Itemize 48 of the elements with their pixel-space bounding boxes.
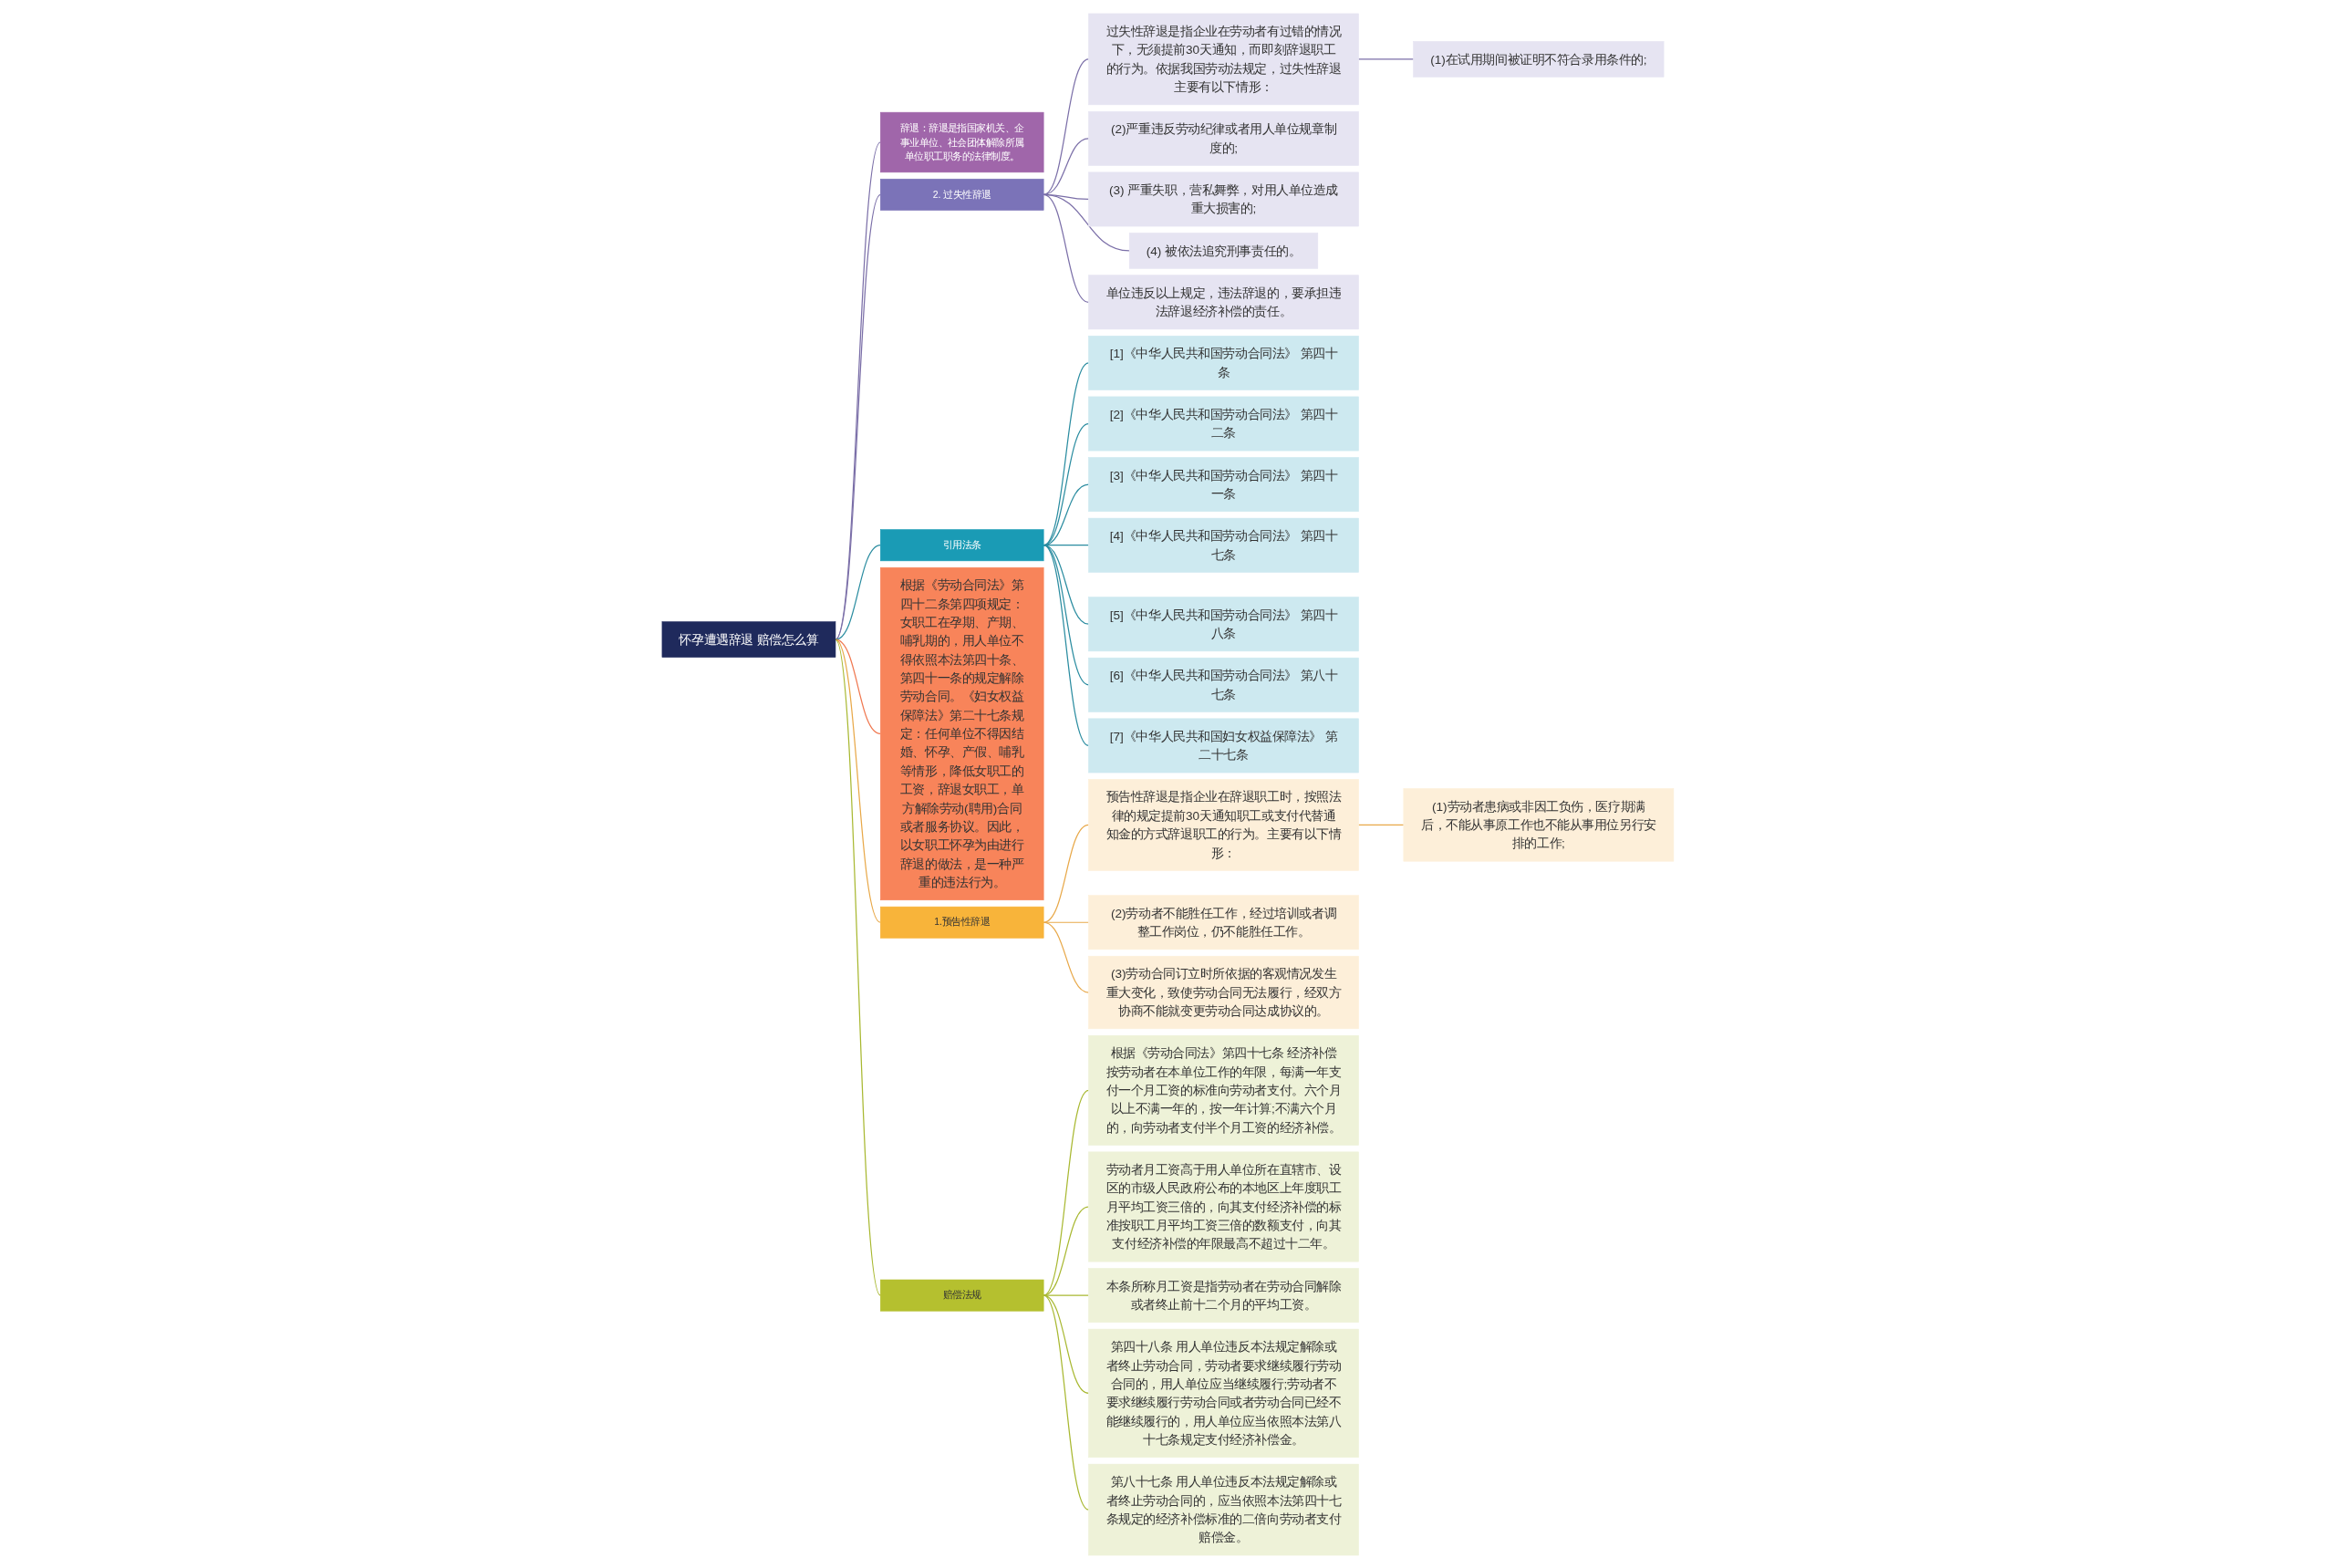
node-box: [7]《中华人民共和国妇女权益保障法》 第二十七条: [1087, 718, 1359, 773]
node-box: 怀孕遭遇辞退 赔偿怎么算: [661, 620, 835, 658]
node-box: (1)劳动者患病或非因工负伤，医疗期满后，不能从事原工作也不能从事用位另行安排的工作;: [1403, 787, 1674, 861]
node-box: 根据《劳动合同法》第四十二条第四项规定：女职工在孕期、产期、哺乳期的，用人单位不得依照本法第四十条、第四十一条的规定解除劳动合同。《妇女权益保障法》第二十七条规定：任何单位不得因结婚、怀孕、产假、哺乳等情形，降低女职工的工资，辞退女职工，单方解除劳动(聘用)合同或者服务协议。因此，以女职工怀孕为由进行辞退的做法，是一种严重的违法行为。: [879, 566, 1044, 900]
node-box: (4) 被依法追究刑事责任的。: [1128, 232, 1318, 269]
connector: [1043, 483, 1089, 545]
connector: [1357, 57, 1414, 59]
node-box: 第八十七条 用人单位违反本法规定解除或者终止劳动合同的，应当依照本法第四十七条规定的经济补偿标准的二倍向劳动者支付赔偿金。: [1087, 1463, 1359, 1555]
node-box: 1.预告性辞退: [879, 906, 1044, 939]
node-box: 辞退：辞退是指国家机关、企事业单位、社会团体解除所属单位职工职务的法律制度。: [879, 111, 1044, 172]
node-box: (3)劳动合同订立时所依据的客观情况发生重大变化，致使劳动合同无法履行，经双方协商不能就变更劳动合同达成协议的。: [1087, 955, 1359, 1029]
connector: [1043, 137, 1089, 195]
node-box: (1)在试用期间被证明不符合录用条件的;: [1412, 40, 1664, 78]
connector: [1043, 1294, 1089, 1394]
node-box: 单位违反以上规定，违法辞退的，要承担违法辞退经济补偿的责任。: [1087, 274, 1359, 329]
node-box: 赔偿法规: [879, 1279, 1044, 1312]
node-box: (3) 严重失职，营私舞弊，对用人单位造成重大损害的;: [1087, 171, 1359, 226]
connector: [1043, 57, 1089, 195]
connector: [1043, 544, 1089, 685]
node-box: 预告性辞退是指企业在辞退职工时，按照法律的规定提前30天通知职工或支付代替通知金的方式辞退职工的行为。主要有以下情形：: [1087, 778, 1359, 871]
connector: [1043, 193, 1089, 303]
node-box: 2. 过失性辞退: [879, 178, 1044, 211]
node-box: 本条所称月工资是指劳动者在劳动合同解除或者终止前十二个月的平均工资。: [1087, 1267, 1359, 1323]
connector: [1043, 544, 1089, 746]
connector: [834, 639, 881, 1296]
node-box: 第四十八条 用人单位违反本法规定解除或者终止劳动合同，劳动者要求继续履行劳动合同的，用人单位应当继续履行;劳动者不要求继续履行劳动合同或者劳动合同已经不能继续履行的，用人单位应当依照本法第八十七条规定支付经济补偿金。: [1087, 1328, 1359, 1458]
connector: [1043, 544, 1089, 625]
connector: [1043, 1294, 1089, 1511]
connector: [1357, 824, 1405, 826]
connector: [1043, 921, 1089, 993]
connector: [1043, 824, 1089, 923]
node-box: [1]《中华人民共和国劳动合同法》 第四十条: [1087, 335, 1359, 390]
node-box: (2)劳动者不能胜任工作，经过培训或者调整工作岗位，仍不能胜任工作。: [1087, 894, 1359, 950]
connector: [1043, 422, 1089, 545]
node-box: [5]《中华人民共和国劳动合同法》 第四十八条: [1087, 596, 1359, 651]
node-box: 根据《劳动合同法》第四十七条 经济补偿按劳动者在本单位工作的年限，每满一年支付一个月工资的标准向劳动者支付。六个月以上不满一年的，按一年计算;不满六个月的，向劳动者支付半个月工资的经济补偿。: [1087, 1034, 1359, 1146]
node-box: (2)严重违反劳动纪律或者用人单位规章制度的;: [1087, 110, 1359, 166]
connector: [1043, 361, 1089, 545]
node-box: 过失性辞退是指企业在劳动者有过错的情况下，无须提前30天通知，而即刻辞退职工的行为。依据我国劳动法规定，过失性辞退主要有以下情形：: [1087, 13, 1359, 105]
connector: [834, 544, 881, 640]
node-box: [4]《中华人民共和国劳动合同法》 第四十七条: [1087, 517, 1359, 573]
connector: [1043, 1205, 1089, 1296]
node-box: [3]《中华人民共和国劳动合同法》 第四十一条: [1087, 456, 1359, 512]
node-box: 引用法条: [879, 528, 1044, 561]
node-box: [6]《中华人民共和国劳动合同法》 第八十七条: [1087, 657, 1359, 712]
node-box: [2]《中华人民共和国劳动合同法》 第四十二条: [1087, 396, 1359, 451]
node-box: 劳动者月工资高于用人单位所在直辖市、设区的市级人民政府公布的本地区上年度职工月平均工资三倍的，向其支付经济补偿的标准按职工月平均工资三倍的数额支付，向其支付经济补偿的年限最高不超过十二年。: [1087, 1151, 1359, 1262]
connector: [1043, 1089, 1089, 1296]
